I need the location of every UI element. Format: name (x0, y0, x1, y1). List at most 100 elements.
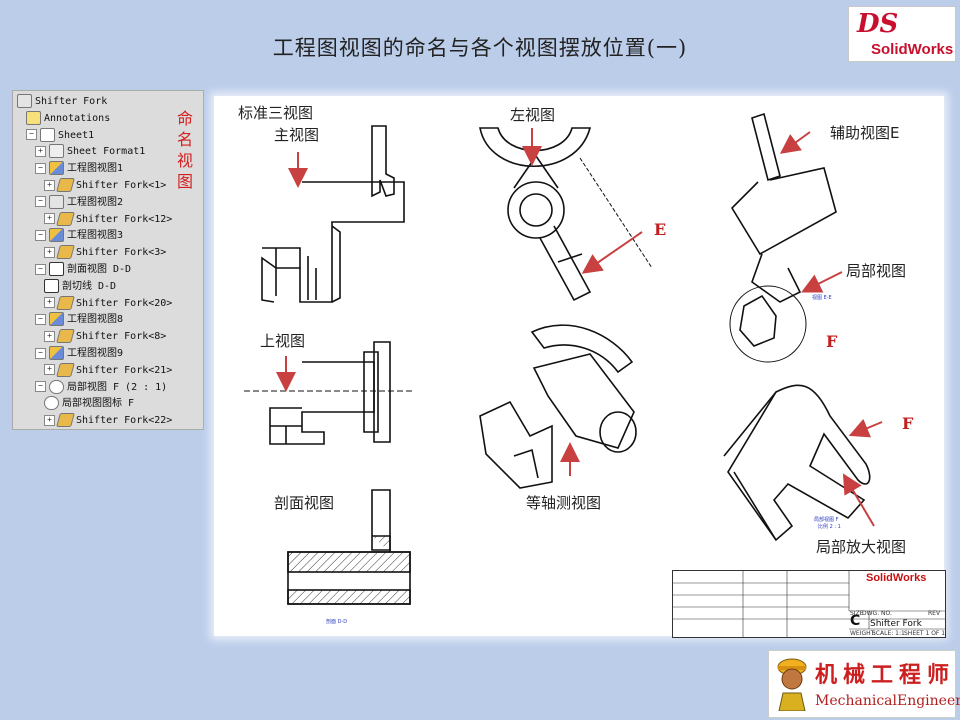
drawing-view-icon (49, 312, 64, 327)
collapse-icon[interactable]: − (35, 381, 46, 393)
tree-item[interactable]: − 工程图视图8 (35, 312, 123, 328)
tree-item[interactable]: Shifter Fork (17, 94, 107, 110)
collapse-icon[interactable]: − (35, 229, 46, 241)
solidworks-wordmark: SolidWorks (871, 41, 954, 58)
front-view-label: 主视图 (274, 126, 320, 144)
sheet-icon (40, 127, 55, 142)
tree-item-label: 工程图视图1 (67, 163, 124, 175)
tree-item[interactable]: + Shifter Fork<12> (44, 211, 173, 228)
section-caption: 剖面 D-D (326, 619, 348, 625)
tree-item-label: Shifter Fork<22> (76, 415, 173, 427)
collapse-icon[interactable]: − (35, 263, 46, 275)
expand-icon[interactable]: + (44, 246, 55, 258)
detail-enlarged-label: 局部放大视图 (816, 538, 907, 556)
tree-item[interactable]: − 工程图视图3 (35, 228, 123, 244)
part-icon (56, 245, 75, 260)
tree-item-label: 局部视图 F (2 : 1) (67, 381, 168, 393)
tree-item[interactable]: −工程图视图2 (35, 194, 123, 211)
collapse-icon[interactable]: − (26, 129, 37, 141)
detail-view-icon (49, 379, 64, 394)
naming-views-char: 命 (176, 109, 193, 128)
tree-item[interactable]: 剖切线 D-D (44, 278, 117, 295)
tree-item-label: 工程图视图9 (67, 348, 124, 359)
annotation-arrows (276, 128, 883, 527)
tree-item-label: Shifter Fork<8> (76, 331, 167, 343)
detail-scale-caption: 比例 2 : 1 (818, 524, 841, 530)
title-block-size-label: SIZE (850, 610, 864, 617)
title-block-dwg-no-label: DWG. NO. (862, 610, 892, 617)
tree-item-label: Shifter Fork<20> (76, 297, 173, 309)
drawing-sheet[interactable]: 标准三视图 主视图 左视图 辅助视图E E 局部视图 F 上视图 F 剖面视图 … (214, 96, 944, 636)
tree-item-label: Shifter Fork<12> (76, 213, 173, 225)
tree-item[interactable]: + Shifter Fork<8> (44, 329, 166, 345)
tree-item[interactable]: −Sheet1 (26, 127, 94, 144)
badge-english-title: MechanicalEngineers (815, 693, 960, 709)
detail-enlarged-view (723, 384, 871, 542)
expand-icon[interactable]: + (44, 414, 55, 426)
drawing-view-icon (49, 161, 64, 176)
tree-item[interactable]: Annotations (26, 110, 110, 127)
expand-icon[interactable]: + (44, 330, 55, 342)
tree-item[interactable]: + Shifter Fork<20> (44, 295, 173, 312)
tree-item-label: Sheet Format1 (67, 146, 146, 158)
isometric-view-label: 等轴测视图 (526, 494, 602, 512)
title-block-grid (673, 571, 945, 637)
title-block-rev-label: REV (928, 610, 941, 617)
left-view-label: 左视图 (510, 106, 556, 124)
left-view (479, 127, 653, 302)
auxiliary-caption: 视图 E-E (812, 295, 832, 301)
tree-item[interactable]: + Shifter Fork<21> (44, 362, 173, 379)
tree-item[interactable]: 局部视图图标 F (44, 396, 134, 412)
section-view-icon (49, 262, 64, 276)
tree-item-label: 剖切线 D-D (62, 280, 117, 292)
tree-item[interactable]: + Shifter Fork<1> (44, 178, 166, 194)
tree-item[interactable]: + Sheet Format1 (35, 144, 145, 160)
expand-icon[interactable]: + (44, 364, 55, 376)
title-block (672, 570, 946, 638)
tree-item-label: 剖面视图 D-D (67, 264, 132, 275)
ds-logo-mark: DS (857, 9, 899, 39)
expand-icon[interactable]: + (44, 213, 55, 225)
tree-item-label: 工程图视图8 (67, 314, 124, 326)
naming-views-char: 视 (176, 151, 193, 170)
tree-item[interactable]: − 工程图视图9 (35, 346, 123, 362)
drawing-view-icon (49, 346, 64, 360)
tree-item[interactable]: − 局部视图 F (2 : 1) (35, 379, 168, 396)
detail-caption: 局部视图 F (814, 517, 839, 523)
tree-item[interactable]: + Shifter Fork<3> (44, 245, 166, 261)
part-icon (56, 329, 75, 344)
collapse-icon[interactable]: − (35, 162, 46, 174)
tree-item-label: 局部视图图标 F (62, 398, 135, 410)
expand-icon[interactable]: + (35, 145, 46, 157)
tree-item[interactable]: − 工程图视图1 (35, 161, 123, 177)
top-view-icon (49, 194, 64, 209)
tree-item-label: Shifter Fork (35, 96, 108, 107)
collapse-icon[interactable]: − (35, 347, 46, 359)
tree-item-label: Shifter Fork<3> (76, 247, 167, 259)
title-block-weight: WEIGHT: (850, 630, 876, 637)
drawing-views-canvas (244, 112, 883, 605)
tree-item-label: 工程图视图3 (67, 230, 124, 242)
expand-icon[interactable]: + (44, 179, 55, 191)
letter-f-label-1: F (826, 332, 838, 351)
part-icon (56, 413, 75, 428)
title-block-size: C (850, 613, 861, 629)
section-view (287, 489, 411, 605)
expand-icon[interactable]: + (44, 297, 55, 309)
tree-item-label: Shifter Fork<1> (76, 180, 167, 191)
title-block-scale: SCALE: 1:1 (872, 630, 905, 637)
letter-e-label: E (654, 220, 667, 239)
mechanical-engineers-badge: 机械工程师 MechanicalEngineers (768, 650, 960, 718)
collapse-icon[interactable]: − (35, 196, 46, 208)
slide-title: 工程图视图的命名与各个视图摆放位置(一) (272, 36, 688, 60)
tree-item[interactable]: − 剖面视图 D-D (35, 262, 131, 278)
naming-views-char: 名 (176, 130, 193, 149)
collapse-icon[interactable]: − (35, 313, 46, 325)
tree-item[interactable]: + Shifter Fork<22> (44, 413, 172, 429)
naming-views-char: 图 (176, 172, 193, 191)
tree-item-label: Shifter Fork<21> (76, 364, 173, 376)
sheet-format-icon (49, 144, 64, 159)
title-block-sheet: SHEET 1 OF 1 (904, 630, 946, 637)
part-icon (56, 178, 75, 192)
